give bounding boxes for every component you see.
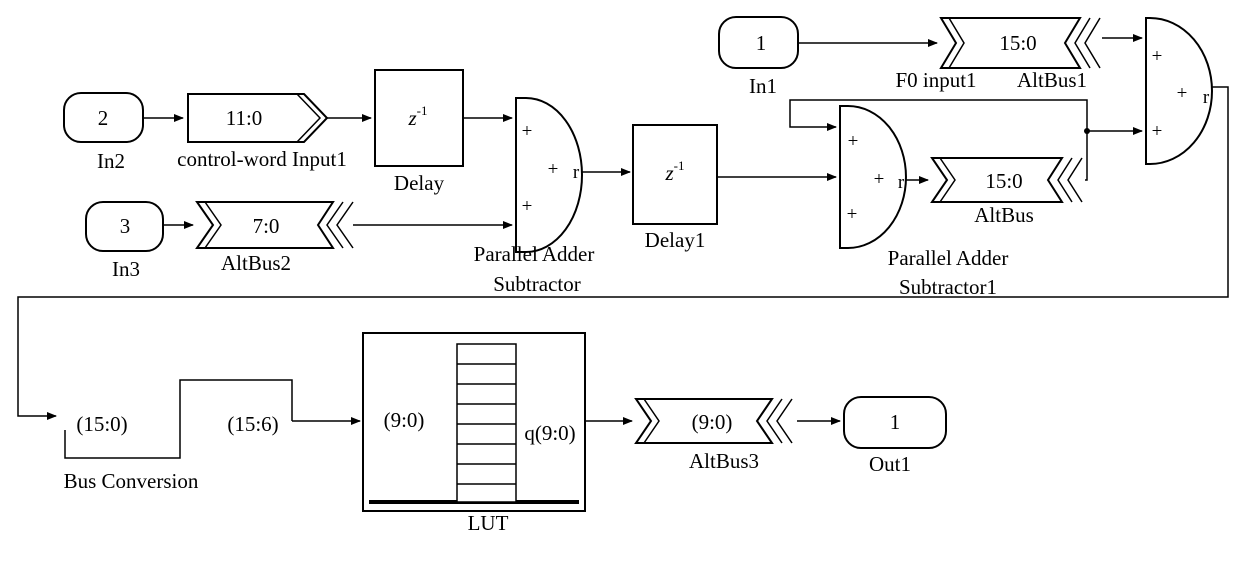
control-word-input-block[interactable]: 11:0 control-word Input1 [177,93,347,171]
block-label-line2: Subtractor1 [899,275,997,299]
output-label: r [1203,87,1210,108]
output-label: r [898,172,905,193]
delay1-block[interactable]: z-1 Delay1 [632,124,718,252]
port-label: In3 [112,257,140,281]
port-label: Out1 [869,452,911,476]
plus-sign: + [1152,46,1163,67]
block-label: control-word Input1 [177,147,347,171]
port-label: In2 [97,149,125,173]
bit-range: 15:0 [999,31,1036,55]
f0-input-label: F0 input1 [895,68,976,92]
input-port-in1[interactable]: 1 In1 [718,16,799,98]
plus-sign: + [522,121,533,142]
z-symbol: z-1 [664,158,684,185]
bit-range: 11:0 [226,106,263,130]
bus-conversion-block[interactable]: (15:0) (15:6) Bus Conversion [64,412,279,493]
block-label: Delay [394,171,445,195]
bit-range: (9:0) [692,410,733,434]
plus-sign: + [1177,83,1188,104]
wire-busconversion-inner [64,379,293,459]
block-label: AltBus [974,203,1034,227]
plus-sign: + [847,204,858,225]
port-number: 1 [890,410,901,434]
output-range: (15:6) [227,412,278,436]
input-port-in2[interactable]: 2 In2 [63,92,144,173]
bit-range: 15:0 [985,169,1022,193]
port-number: 3 [120,214,131,238]
wire-feedback-adder1 [789,99,1088,131]
wire-adder2-busconversion [17,86,1229,420]
input-range: (15:0) [76,412,127,436]
input-range: (9:0) [384,408,425,432]
altbus-block[interactable]: 15:0 AltBus [930,157,1083,227]
port-label: In1 [749,74,777,98]
z-symbol: z-1 [407,103,427,130]
input-port-in3[interactable]: 3 In3 [85,201,164,281]
block-label: AltBus3 [689,449,759,473]
final-adder[interactable]: + + + r [1145,17,1213,165]
altbus3-block[interactable]: (9:0) AltBus3 [634,398,793,473]
junction-dot [1084,128,1090,134]
output-label: r [573,162,580,183]
parallel-adder-subtractor[interactable]: + + + r Parallel Adder Subtractor [474,97,595,296]
lut-block[interactable]: (9:0) q(9:0) LUT [362,332,586,535]
port-number: 2 [98,106,109,130]
port-number: 1 [756,31,767,55]
plus-sign: + [522,196,533,217]
connection-wires [17,34,1229,459]
plus-sign: + [1152,121,1163,142]
block-label: AltBus1 [1017,68,1087,92]
block-label-line1: Parallel Adder [474,242,595,266]
altbus2-block[interactable]: 7:0 AltBus2 [195,201,354,275]
parallel-adder-subtractor1[interactable]: + + + r Parallel Adder Subtractor1 [839,105,1009,299]
output-port-out1[interactable]: 1 Out1 [843,396,947,476]
lut-table-icon [456,343,517,503]
plus-sign: + [874,169,885,190]
block-label-line1: Parallel Adder [888,246,1009,270]
block-label-line2: Subtractor [493,272,580,296]
block-label: Delay1 [645,228,706,252]
block-label: AltBus2 [221,251,291,275]
block-label: LUT [468,511,509,535]
output-range: q(9:0) [524,421,575,445]
plus-sign: + [548,159,559,180]
plus-sign: + [848,131,859,152]
block-label: Bus Conversion [64,469,199,493]
delay-block[interactable]: z-1 Delay [374,69,464,195]
wire-altbus-junction [1085,131,1088,181]
altbus1-block[interactable]: 15:0 F0 input1 AltBus1 [895,17,1101,92]
bit-range: 7:0 [253,214,280,238]
